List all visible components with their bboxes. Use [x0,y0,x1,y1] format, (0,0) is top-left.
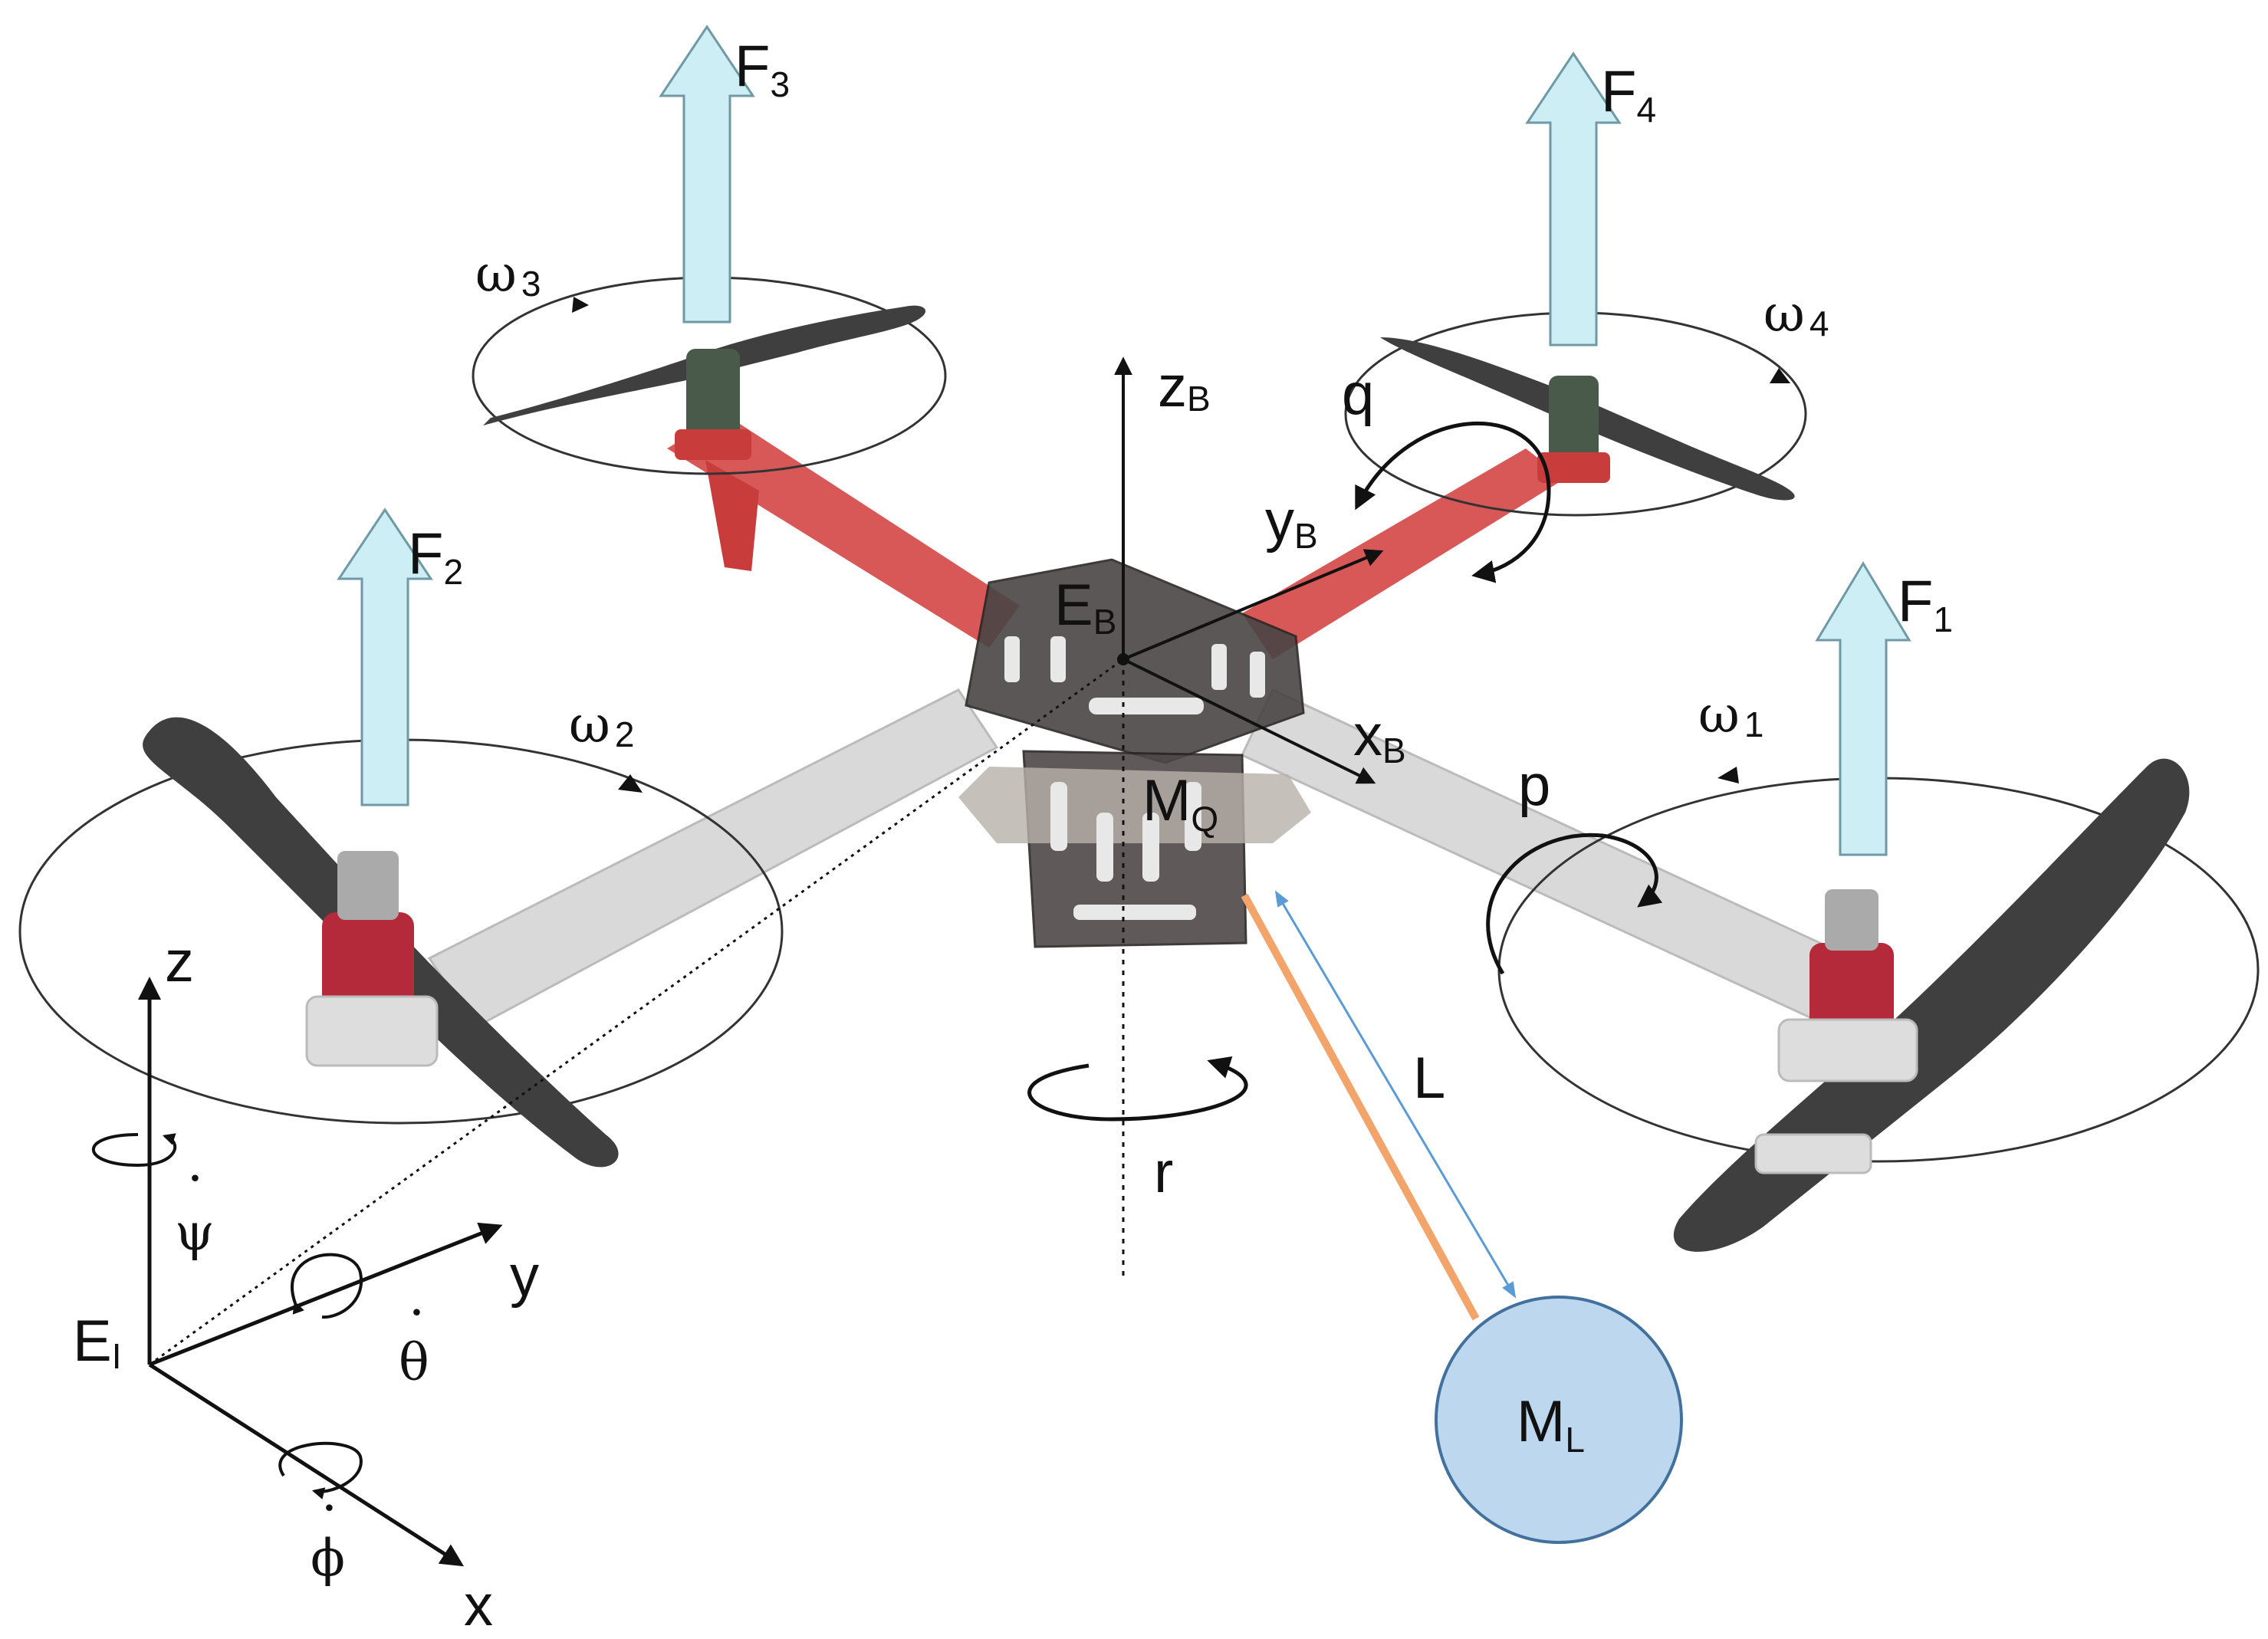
label-x-inertial: x [464,1573,493,1638]
thrust-arrow-f4 [1525,51,1622,347]
label-ml: ML [1517,1389,1585,1460]
label-f4: F4 [1601,59,1656,130]
thrust-arrows [337,25,1911,856]
label-q: q [1342,362,1374,427]
plate-slots [1004,636,1265,920]
inertial-frame-axes [91,977,503,1567]
rotation-arc-q [1355,422,1551,583]
motor-1-icon [1754,889,1918,1174]
label-psi-dot: ψ [175,1203,215,1262]
label-theta-dot: θ [399,1333,429,1392]
body-frame-origin-dot [1117,653,1129,665]
label-psi-dot-mark: · [187,1149,203,1208]
cable-length-arrow [1274,890,1517,1299]
rotation-arc-phi [278,1441,363,1499]
motor-3-icon [675,349,751,460]
label-f3: F3 [735,34,790,104]
label-eb: EB [1054,573,1116,642]
center-plate-mid [958,767,1311,843]
label-y-inertial: y [510,1243,539,1309]
body-frame-axes [149,356,1384,1366]
axis-xb [1122,658,1376,784]
arm-light-front-left [427,688,999,1029]
thrust-arrow-f3 [659,25,755,324]
line-dotted-inertial-to-body [149,658,1124,1366]
label-ei: EI [73,1309,121,1376]
label-theta-dot-mark: · [409,1283,425,1342]
motor-4-icon [1537,376,1610,483]
rotation-arc-theta [291,1253,363,1319]
label-f1: F1 [1898,569,1953,639]
label-phi-dot-mark: · [321,1479,337,1538]
label-mq: MQ [1142,768,1218,839]
label-p: p [1518,753,1550,818]
label-l: L [1413,1046,1445,1111]
rotation-arc-r [1027,1056,1248,1122]
axis-yb [1122,549,1384,661]
label-xb: xB [1353,703,1406,770]
load-mass-circle [1435,1296,1683,1544]
label-z-inertial: z [165,929,194,994]
thrust-arrow-f2 [337,507,433,806]
propeller-1-icon [1673,758,2190,1252]
landing-leg-left [705,460,759,571]
motor-2-icon [305,851,439,1067]
label-f2: F2 [408,521,463,592]
propellers [143,305,2190,1252]
label-zb: zB [1158,354,1211,419]
rotor-direction-marks [572,297,1790,793]
rotation-arc-psi [91,1133,177,1168]
axis-y-inertial [149,1222,503,1367]
axis-x-inertial [148,1362,465,1567]
thrust-arrow-f1 [1815,561,1911,856]
label-phi-dot: ϕ [311,1529,345,1588]
label-r: r [1154,1140,1173,1205]
label-yb: yB [1265,488,1318,556]
